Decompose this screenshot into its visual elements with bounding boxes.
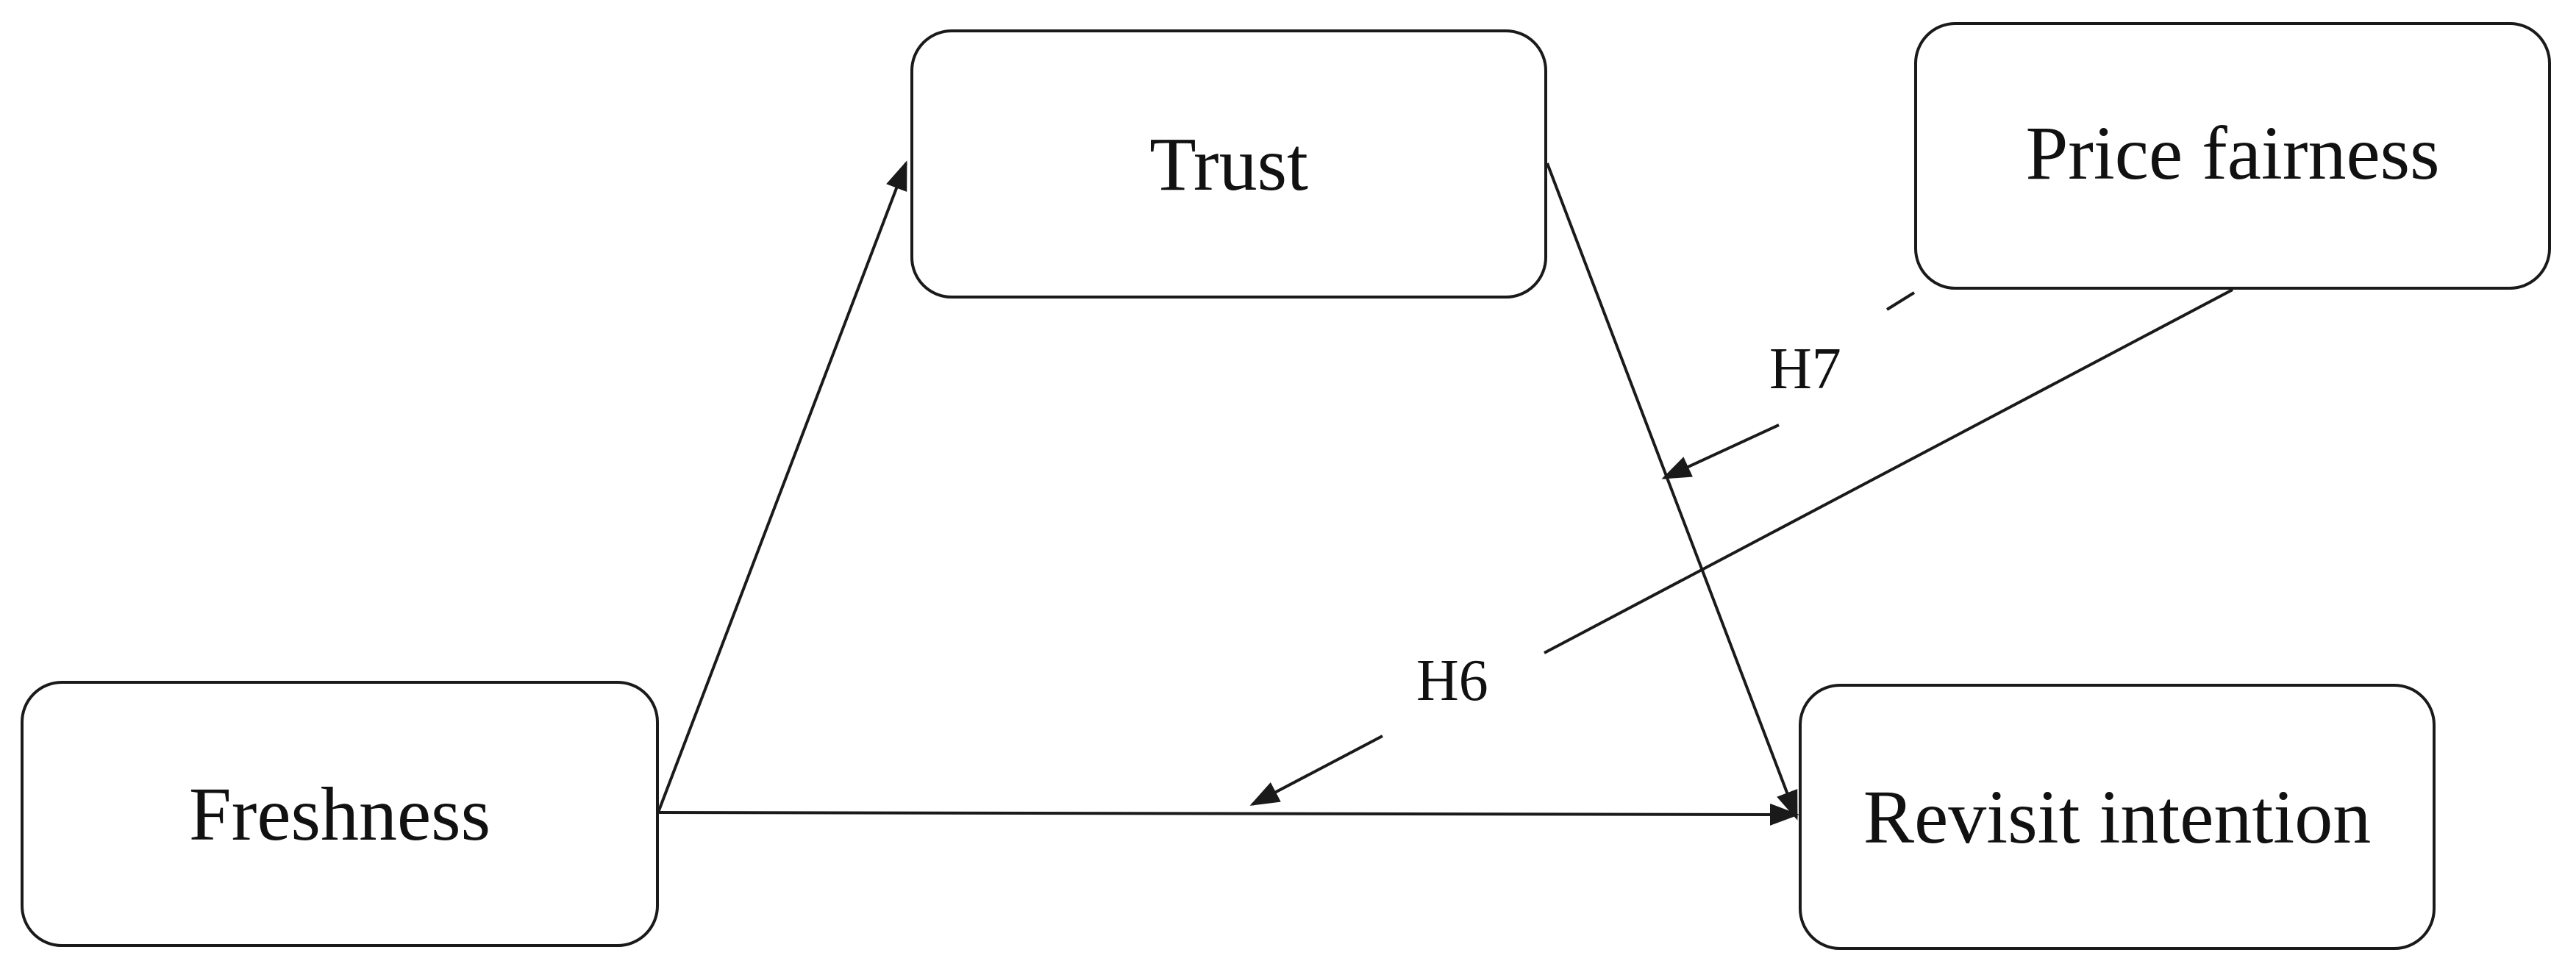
node-freshness: Freshness: [21, 681, 659, 947]
edge-freshness-to-revisit: [657, 803, 1799, 826]
edge-price-to-h6-segment-1: [1544, 288, 2233, 654]
edge-trust-to-revisit: [1546, 162, 1798, 821]
hypothesis-label-h6: H6: [1403, 647, 1502, 715]
node-trust: Trust: [910, 29, 1547, 299]
edge-price-to-h6-segment-2: [1249, 735, 1383, 806]
node-price-fairness: Price fairness: [1914, 22, 2551, 290]
node-revisit-intention: Revisit intention: [1799, 684, 2436, 950]
edge-price-to-h7-segment-1: [1885, 291, 1916, 311]
node-trust-label: Trust: [1149, 121, 1308, 207]
edge-price-to-h7-segment-2: [1661, 424, 1780, 479]
node-revisit-intention-label: Revisit intention: [1863, 774, 2372, 860]
node-price-fairness-label: Price fairness: [2025, 110, 2440, 196]
hypothesis-label-h7: H7: [1756, 335, 1855, 403]
node-freshness-label: Freshness: [188, 771, 491, 857]
edge-freshness-to-trust: [657, 160, 907, 813]
